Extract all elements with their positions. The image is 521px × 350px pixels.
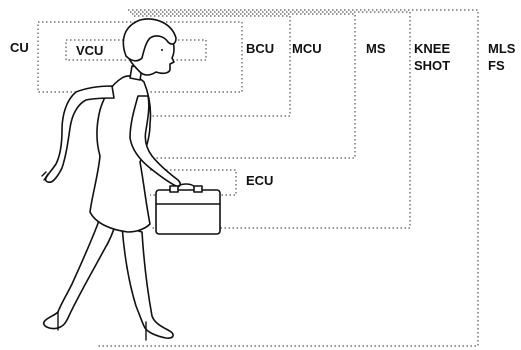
briefcase-icon — [155, 183, 221, 235]
label-bcu: BCU — [246, 41, 274, 56]
frame-ms — [120, 13, 356, 159]
label-fs: FS — [488, 58, 505, 73]
label-mcu: MCU — [292, 41, 322, 56]
front-leg — [121, 225, 174, 339]
label-knee: KNEE — [414, 41, 450, 56]
label-shot: SHOT — [414, 58, 450, 73]
back-leg — [42, 217, 117, 330]
label-ecu: ECU — [246, 173, 273, 188]
label-ms: MS — [366, 41, 386, 56]
label-cu: CU — [10, 40, 29, 55]
label-mls: MLS — [488, 41, 516, 56]
back-arm — [44, 85, 115, 183]
label-vcu: VCU — [76, 43, 103, 58]
frame-knee-shot — [130, 11, 411, 229]
hair — [122, 18, 177, 62]
frame-fs — [98, 9, 479, 347]
walking-woman-icon — [41, 18, 221, 341]
